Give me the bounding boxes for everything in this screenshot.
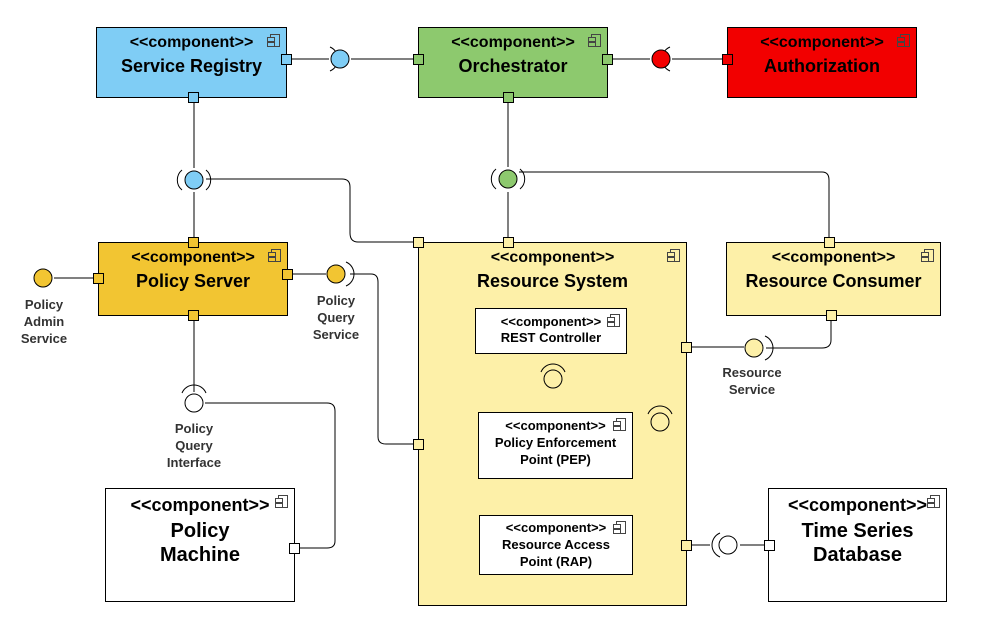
component-icon <box>268 249 281 262</box>
registry-interface-icon <box>330 49 350 69</box>
socket <box>490 168 497 190</box>
authorization-interface-icon <box>651 49 671 69</box>
component-icon <box>267 34 280 47</box>
policy-query-service-to-rs <box>350 273 413 445</box>
service-registry-component[interactable]: <<component>> Service Registry <box>96 27 287 98</box>
port <box>188 92 199 103</box>
stereotype-label: <<component>> <box>771 249 896 266</box>
component-icon <box>921 249 934 262</box>
port <box>503 92 514 103</box>
port <box>413 54 424 65</box>
port <box>413 439 424 450</box>
socket <box>181 384 207 394</box>
port <box>281 54 292 65</box>
component-name: Service Registry <box>120 56 263 76</box>
policy-query-service-label: Policy Query Service <box>312 293 360 342</box>
socket <box>711 532 721 558</box>
component-name: Time Series Database <box>801 520 914 566</box>
port <box>503 237 514 248</box>
policy-query-provided-icon <box>184 393 204 413</box>
orchestrator-component[interactable]: <<component>> Orchestrator <box>418 27 608 98</box>
socket <box>345 261 355 287</box>
component-name: Resource System <box>476 271 629 291</box>
component-icon <box>607 314 620 327</box>
socket <box>540 363 566 373</box>
pep-interface-icon <box>543 369 563 389</box>
authorization-component[interactable]: <<component>> Authorization <box>727 27 917 98</box>
resource-service-interface-icon <box>744 338 764 358</box>
orchestration-interface-icon <box>498 169 518 189</box>
port <box>722 54 733 65</box>
orchestrator-consumer-link <box>519 171 830 237</box>
socket <box>647 405 673 415</box>
stereotype-label: <<component>> <box>760 34 884 51</box>
port <box>824 237 835 248</box>
pep-component[interactable]: <<component>> Policy Enforcement Point (… <box>478 412 633 479</box>
database-interface-icon <box>718 535 738 555</box>
socket <box>176 169 183 191</box>
rap-component[interactable]: <<component>> Resource Access Point (RAP… <box>479 515 633 575</box>
resource-service-label: Resource Service <box>722 365 782 397</box>
component-name: Orchestrator <box>458 56 568 76</box>
component-name: Resource Access Point (RAP) <box>502 537 610 569</box>
resource-consumer-component[interactable]: <<component>> Resource Consumer <box>726 242 941 316</box>
rap-interface-icon <box>650 412 670 432</box>
stereotype-label: <<component>> <box>505 418 606 433</box>
policy-server-component[interactable]: <<component>> Policy Server <box>98 242 288 316</box>
rest-controller-component[interactable]: <<component>> REST Controller <box>475 308 627 354</box>
component-icon <box>588 34 601 47</box>
stereotype-label: <<component>> <box>787 495 928 515</box>
port <box>282 269 293 280</box>
policy-admin-interface-icon <box>33 268 53 288</box>
port <box>188 310 199 321</box>
stereotype-label: <<component>> <box>129 34 254 51</box>
component-name: Policy Server <box>135 271 251 291</box>
registry-service-interface-icon <box>184 170 204 190</box>
time-series-database-component[interactable]: <<component>> Time Series Database <box>768 488 947 602</box>
port <box>681 342 692 353</box>
pm-query-interface-link <box>205 402 336 549</box>
policy-machine-component[interactable]: <<component>> Policy Machine <box>105 488 295 602</box>
stereotype-label: <<component>> <box>131 249 255 266</box>
component-icon <box>613 418 626 431</box>
stereotype-label: <<component>> <box>500 314 602 329</box>
stereotype-label: <<component>> <box>490 249 615 266</box>
component-icon <box>275 495 288 508</box>
port <box>826 310 837 321</box>
policy-query-interface-icon <box>326 264 346 284</box>
registry-resourcesystem-link <box>206 178 413 243</box>
socket <box>205 169 212 191</box>
component-name: Policy Enforcement Point (PEP) <box>494 435 617 467</box>
port <box>289 543 300 554</box>
component-name: Policy Machine <box>159 520 241 566</box>
policy-admin-service-label: Policy Admin Service <box>20 297 68 346</box>
component-icon <box>897 34 910 47</box>
component-icon <box>667 249 680 262</box>
component-icon <box>927 495 940 508</box>
socket <box>764 335 774 361</box>
stereotype-label: <<component>> <box>451 34 575 51</box>
port <box>413 237 424 248</box>
stereotype-label: <<component>> <box>130 495 270 515</box>
port <box>188 237 199 248</box>
port <box>602 54 613 65</box>
socket <box>519 168 526 190</box>
resource-service-consumer-link <box>766 319 832 349</box>
port <box>93 273 104 284</box>
port <box>681 540 692 551</box>
stereotype-label: <<component>> <box>505 520 607 535</box>
component-name: Authorization <box>764 56 880 76</box>
component-name: Resource Consumer <box>745 271 922 291</box>
port <box>764 540 775 551</box>
policy-query-interface-label: Policy Query Interface <box>166 421 222 470</box>
component-icon <box>613 521 626 534</box>
component-name: REST Controller <box>500 330 602 345</box>
